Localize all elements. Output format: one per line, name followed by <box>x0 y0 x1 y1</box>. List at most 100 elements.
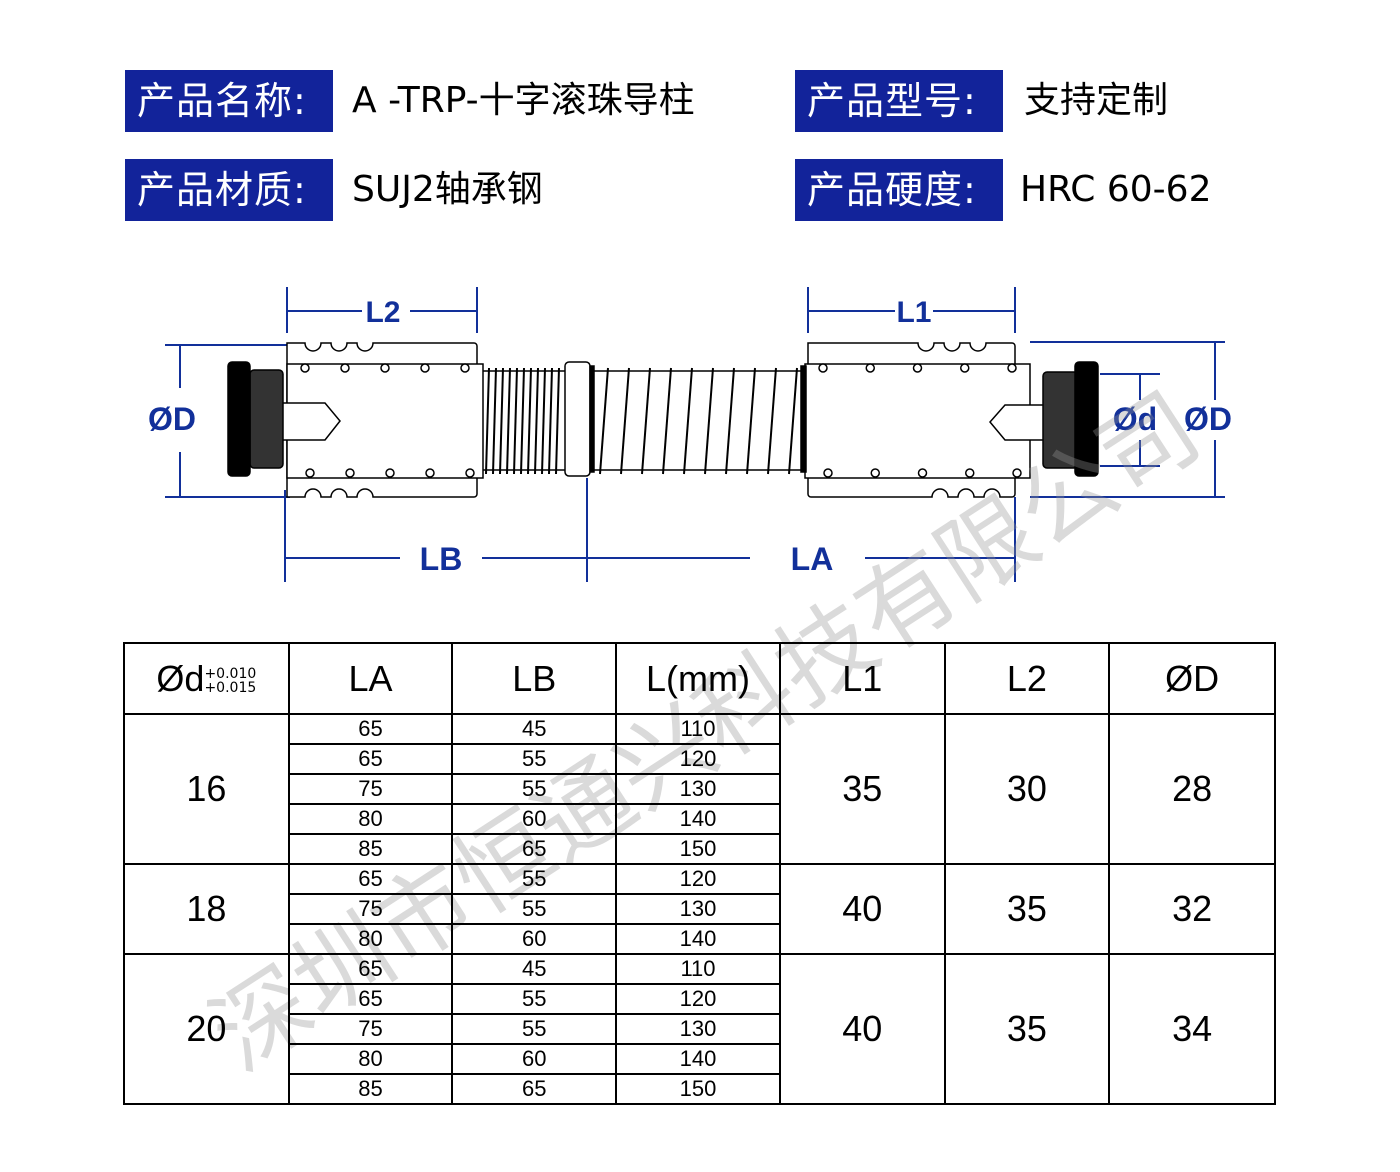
ball <box>965 468 975 478</box>
cell-lb: 60 <box>451 803 618 835</box>
cell-l: 120 <box>615 863 781 895</box>
left-cap <box>227 361 251 477</box>
ball <box>1012 468 1022 478</box>
ball <box>960 363 970 373</box>
spring-coil <box>788 367 798 475</box>
header-l: L(mm) <box>615 642 781 715</box>
ball <box>1007 363 1017 373</box>
header-d: Ød+0.010+0.015 <box>123 642 290 715</box>
ball <box>823 468 833 478</box>
cell-lb: 65 <box>451 833 618 865</box>
spring-coil <box>534 367 539 475</box>
ball <box>340 363 350 373</box>
spring-coil <box>767 367 777 475</box>
cell-lb: 55 <box>451 863 618 895</box>
spring-coil <box>725 367 735 475</box>
product-hardness-label: 产品硬度: <box>795 159 1003 221</box>
spring-coil <box>520 367 525 475</box>
cell-d: 18 <box>123 863 290 955</box>
product-material-value: SUJ2轴承钢 <box>352 169 543 210</box>
cell-l: 130 <box>615 893 781 925</box>
ring-seal <box>589 365 595 473</box>
cell-la: 75 <box>287 893 454 925</box>
cell-la: 65 <box>287 713 454 745</box>
product-name-label: 产品名称: <box>125 70 333 132</box>
guide-post-diagram: L2 L1 ØD Ød ØD LB LA <box>148 287 1232 582</box>
cell-la: 75 <box>287 1013 454 1045</box>
cell-l: 150 <box>615 1073 781 1105</box>
guide-post-body <box>227 342 1099 498</box>
cell-l2: 35 <box>943 863 1111 955</box>
cell-la: 65 <box>287 983 454 1015</box>
spring-coil <box>499 367 504 475</box>
ball <box>300 363 310 373</box>
spring-coil <box>513 367 518 475</box>
cell-lb: 45 <box>451 713 618 745</box>
spring-coil <box>506 367 511 475</box>
spring-coil <box>527 367 532 475</box>
cell-l: 140 <box>615 923 781 955</box>
cell-lb: 55 <box>451 1013 618 1045</box>
spring-coil <box>548 367 553 475</box>
center-ring <box>564 361 591 477</box>
cell-lb: 45 <box>451 953 618 985</box>
cell-lb: 65 <box>451 1073 618 1105</box>
spring-coil <box>485 367 490 475</box>
header-la: LA <box>287 642 454 715</box>
right-seal <box>800 365 807 473</box>
spring-coil <box>641 367 651 475</box>
cell-od: 28 <box>1108 713 1276 865</box>
cell-od: 34 <box>1108 953 1276 1105</box>
ball-rows <box>300 363 1022 478</box>
cell-la: 80 <box>287 1043 454 1075</box>
cell-l: 110 <box>615 953 781 985</box>
spring-coil <box>555 367 560 475</box>
cell-l: 150 <box>615 833 781 865</box>
right-nut <box>1042 371 1079 469</box>
spring-coil <box>541 367 546 475</box>
cell-la: 75 <box>287 773 454 805</box>
cell-lb: 60 <box>451 1043 618 1075</box>
od-right-label: ØD <box>1184 401 1232 437</box>
lb-label: LB <box>420 541 463 577</box>
cell-la: 65 <box>287 863 454 895</box>
cell-la: 65 <box>287 953 454 985</box>
cell-la: 80 <box>287 923 454 955</box>
la-label: LA <box>791 541 834 577</box>
ball <box>465 468 475 478</box>
product-model-label: 产品型号: <box>795 70 1003 132</box>
product-hardness-value: HRC 60-62 <box>1020 169 1212 210</box>
spring-coil <box>492 367 497 475</box>
cell-l1: 35 <box>778 713 946 865</box>
ball <box>912 363 923 373</box>
cell-l1: 40 <box>778 863 946 955</box>
cell-lb: 55 <box>451 743 618 775</box>
ball <box>380 363 390 373</box>
spring-coil <box>746 367 756 475</box>
header-lb: LB <box>451 642 618 715</box>
right-cap <box>1074 361 1099 477</box>
ball <box>420 363 430 373</box>
table-header-row: Ød+0.010+0.015 LA LB L(mm) L1 L2 ØD <box>123 642 1276 715</box>
cell-l: 120 <box>615 983 781 1015</box>
cell-l: 120 <box>615 743 781 775</box>
cell-l: 140 <box>615 1043 781 1075</box>
cell-lb: 55 <box>451 983 618 1015</box>
ball <box>865 363 875 373</box>
cell-la: 80 <box>287 803 454 835</box>
ball <box>305 468 315 478</box>
cell-la: 85 <box>287 833 454 865</box>
spring-coil <box>683 367 693 475</box>
cell-l: 130 <box>615 773 781 805</box>
cell-l2: 35 <box>943 953 1111 1105</box>
spring-coil <box>599 367 609 475</box>
left-nut <box>249 369 284 469</box>
